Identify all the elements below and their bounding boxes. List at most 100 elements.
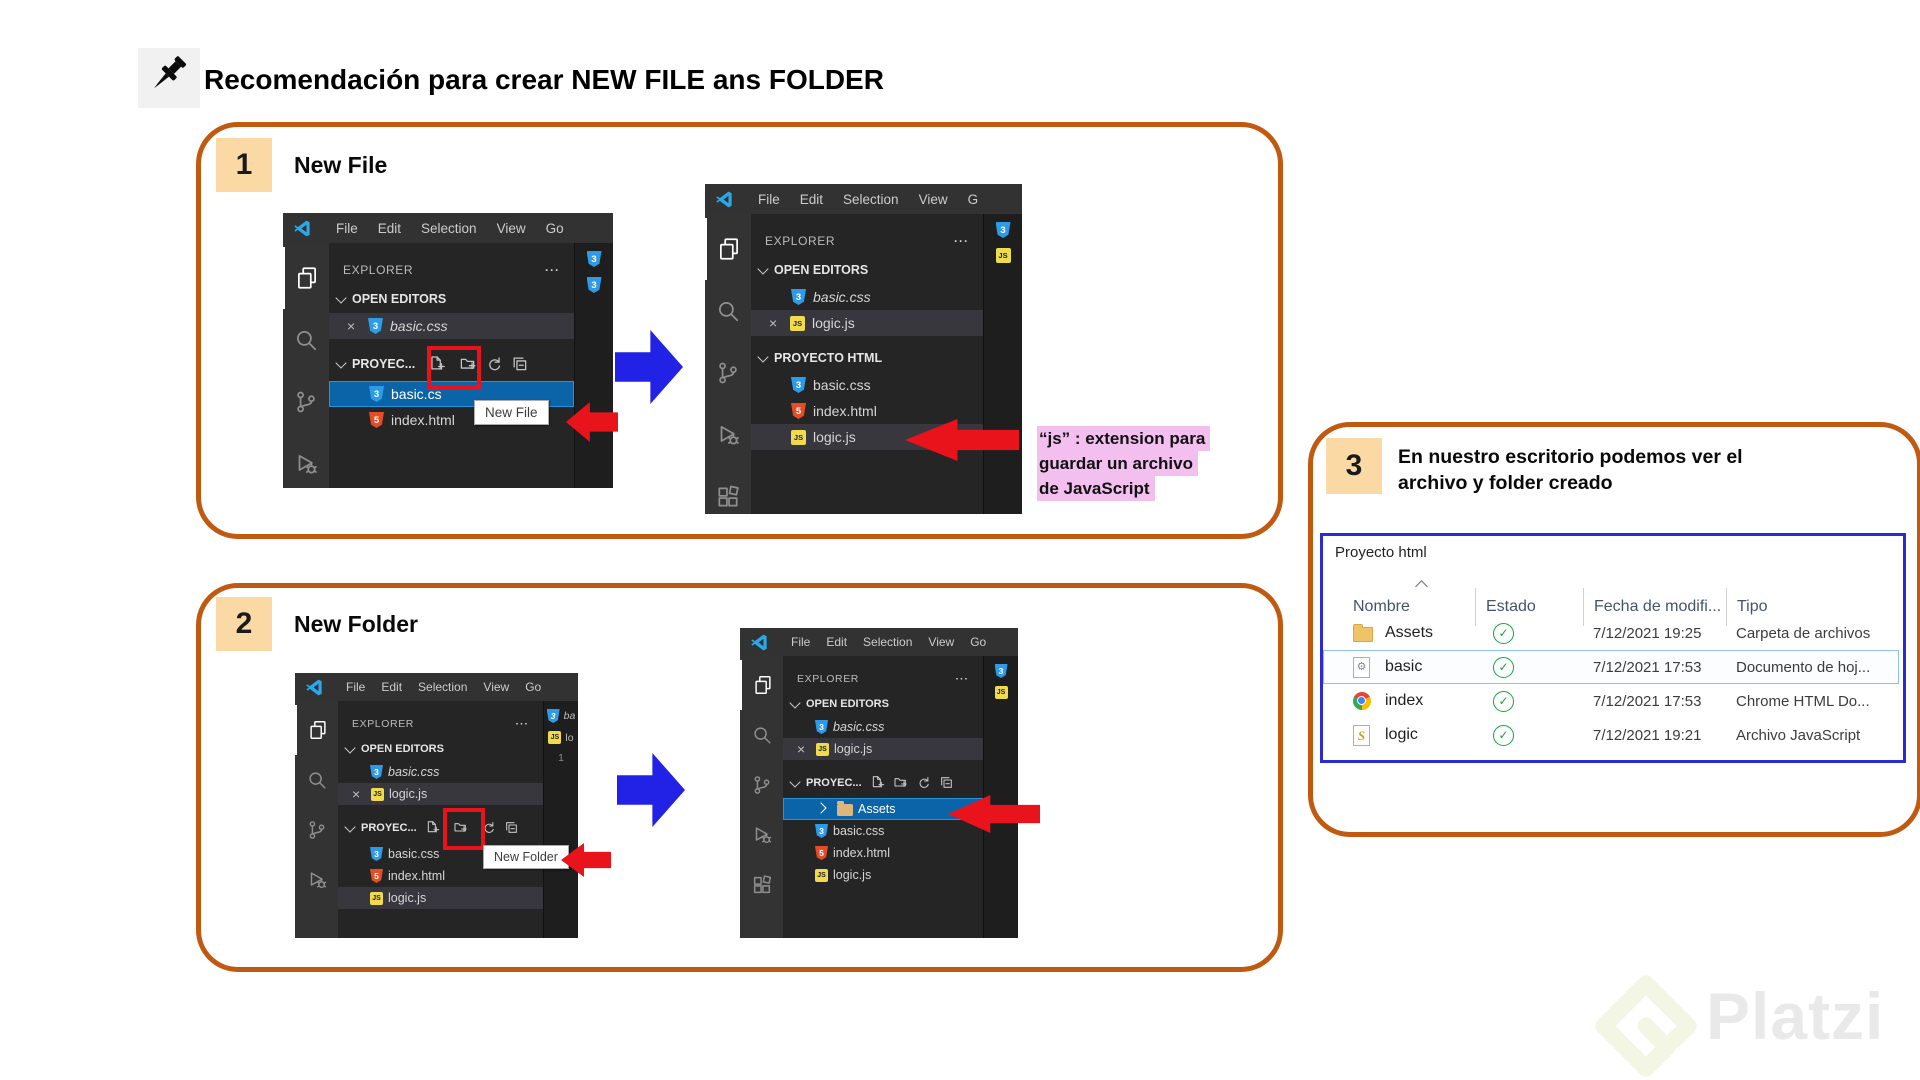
menu-item-file[interactable]: File: [758, 191, 780, 207]
more-actions-icon[interactable]: ···: [954, 234, 969, 248]
column-header-fecha[interactable]: Fecha de modifi...: [1583, 588, 1736, 626]
menu-item-edit[interactable]: Edit: [377, 220, 402, 236]
close-icon[interactable]: ×: [347, 318, 356, 334]
close-icon[interactable]: ×: [797, 741, 806, 757]
extensions-icon[interactable]: [705, 466, 751, 514]
refresh-icon[interactable]: [916, 775, 932, 791]
files-icon[interactable]: [295, 705, 338, 755]
debug-icon[interactable]: [705, 404, 751, 466]
more-actions-icon[interactable]: ···: [955, 673, 969, 685]
section-action-icons: [423, 355, 530, 374]
menu-item-file[interactable]: File: [346, 680, 366, 694]
section-header[interactable]: OPEN EDITORS: [751, 256, 983, 284]
debug-icon[interactable]: [295, 855, 338, 905]
menu-item-edit[interactable]: Edit: [799, 191, 824, 207]
column-header-tipo[interactable]: Tipo: [1726, 588, 1899, 626]
extensions-icon[interactable]: [740, 860, 783, 910]
source-control-icon[interactable]: [295, 805, 338, 855]
source-control-icon[interactable]: [740, 760, 783, 810]
menu-item-selection[interactable]: Selection: [843, 191, 899, 207]
new-folder-icon[interactable]: [453, 820, 469, 836]
menu-item-go[interactable]: Go: [545, 220, 564, 236]
section-header[interactable]: OPEN EDITORS: [329, 285, 574, 313]
menu-item-g[interactable]: G: [967, 191, 979, 207]
date-modified: 7/12/2021 19:25: [1593, 624, 1702, 642]
file-name: index.html: [833, 846, 890, 860]
section-header[interactable]: PROYEC...: [329, 347, 574, 381]
new-file-icon[interactable]: [428, 355, 447, 374]
debug-icon[interactable]: [283, 433, 329, 488]
menu-item-go[interactable]: Go: [970, 635, 987, 649]
more-actions-icon[interactable]: ···: [515, 718, 529, 730]
close-icon[interactable]: ×: [769, 315, 778, 331]
new-file-icon[interactable]: [425, 820, 441, 836]
new-folder-icon[interactable]: [893, 775, 909, 791]
section-header[interactable]: OPEN EDITORS: [338, 737, 543, 761]
section-header[interactable]: OPEN EDITORS: [783, 692, 983, 716]
explorer-header: EXPLORER···: [338, 711, 543, 737]
search-icon[interactable]: [283, 309, 329, 371]
menu-item-view[interactable]: View: [918, 191, 948, 207]
search-icon[interactable]: [705, 280, 751, 342]
collapse-all-icon[interactable]: [939, 775, 955, 791]
debug-icon[interactable]: [740, 810, 783, 860]
tree-item-assets[interactable]: Assets: [783, 798, 983, 820]
close-icon[interactable]: ×: [352, 786, 361, 802]
collapse-all-icon[interactable]: [504, 820, 520, 836]
more-actions-icon[interactable]: ···: [545, 263, 560, 277]
section-header[interactable]: PROYEC...: [338, 813, 543, 843]
new-file-icon[interactable]: [870, 775, 886, 791]
source-control-icon[interactable]: [283, 371, 329, 433]
menu-item-view[interactable]: View: [496, 220, 526, 236]
menu-item-file[interactable]: File: [791, 635, 811, 649]
files-icon[interactable]: [740, 660, 783, 710]
js-doc-icon: S: [1353, 724, 1370, 746]
column-header-nombre[interactable]: Nombre: [1353, 598, 1410, 615]
menu-item-selection[interactable]: Selection: [421, 220, 477, 236]
activity-bar: [295, 701, 338, 938]
files-icon[interactable]: [705, 218, 751, 280]
column-header-estado[interactable]: Estado: [1475, 588, 1593, 626]
file-type: Carpeta de archivos: [1736, 624, 1871, 642]
menu-item-view[interactable]: View: [928, 635, 955, 649]
new-folder-icon[interactable]: [459, 355, 478, 374]
files-icon[interactable]: [283, 247, 329, 309]
menu-item-go[interactable]: Go: [525, 680, 542, 694]
search-icon[interactable]: [295, 755, 338, 805]
menu-item-edit[interactable]: Edit: [826, 635, 848, 649]
section-header[interactable]: PROYEC...: [783, 768, 983, 798]
source-control-icon[interactable]: [705, 342, 751, 404]
refresh-icon[interactable]: [485, 355, 504, 374]
search-icon[interactable]: [740, 710, 783, 760]
menu-item-view[interactable]: View: [483, 680, 510, 694]
collapse-all-icon[interactable]: [511, 355, 530, 374]
section-header[interactable]: PROYECTO HTML: [751, 344, 983, 372]
menu-item-selection[interactable]: Selection: [418, 680, 468, 694]
menu-item-selection[interactable]: Selection: [863, 635, 913, 649]
menu-item-file[interactable]: File: [336, 220, 358, 236]
menu-item-edit[interactable]: Edit: [381, 680, 403, 694]
